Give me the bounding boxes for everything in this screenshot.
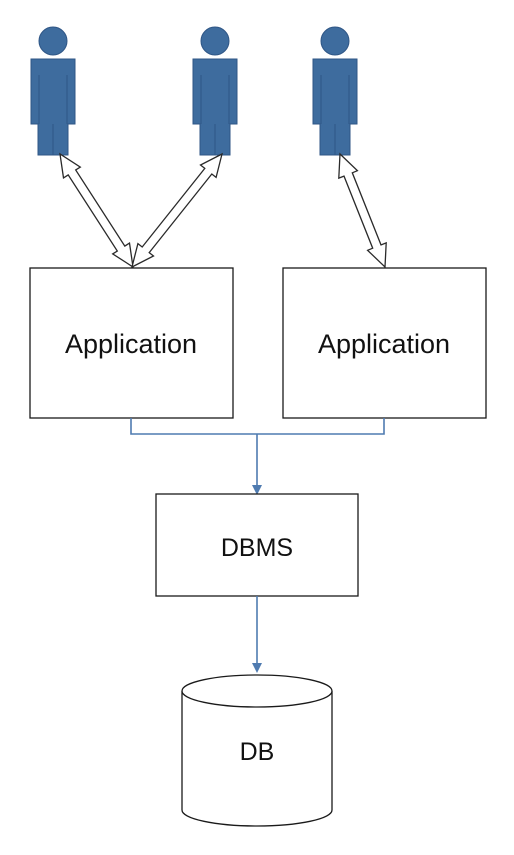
application-box-1: Application — [29, 267, 234, 419]
person-icon — [192, 26, 238, 156]
edge-user1-app1-arrow — [59, 152, 134, 269]
edge-user2-app1-arrow — [131, 152, 223, 269]
application-box-2: Application — [282, 267, 487, 419]
edge-user3-app2-arrow — [338, 152, 387, 269]
user-3 — [312, 26, 358, 156]
person-icon — [30, 26, 76, 156]
db-label: DB — [240, 738, 275, 766]
user-2 — [192, 26, 238, 156]
person-icon — [312, 26, 358, 156]
application-label-2: Application — [318, 329, 450, 359]
dbms-box: DBMS — [155, 493, 359, 597]
user-1 — [30, 26, 76, 156]
connector-apps-to-dbms — [130, 418, 385, 493]
database-cylinder-icon: DB — [181, 674, 333, 827]
dbms-label: DBMS — [221, 534, 293, 562]
application-label-1: Application — [65, 329, 197, 359]
